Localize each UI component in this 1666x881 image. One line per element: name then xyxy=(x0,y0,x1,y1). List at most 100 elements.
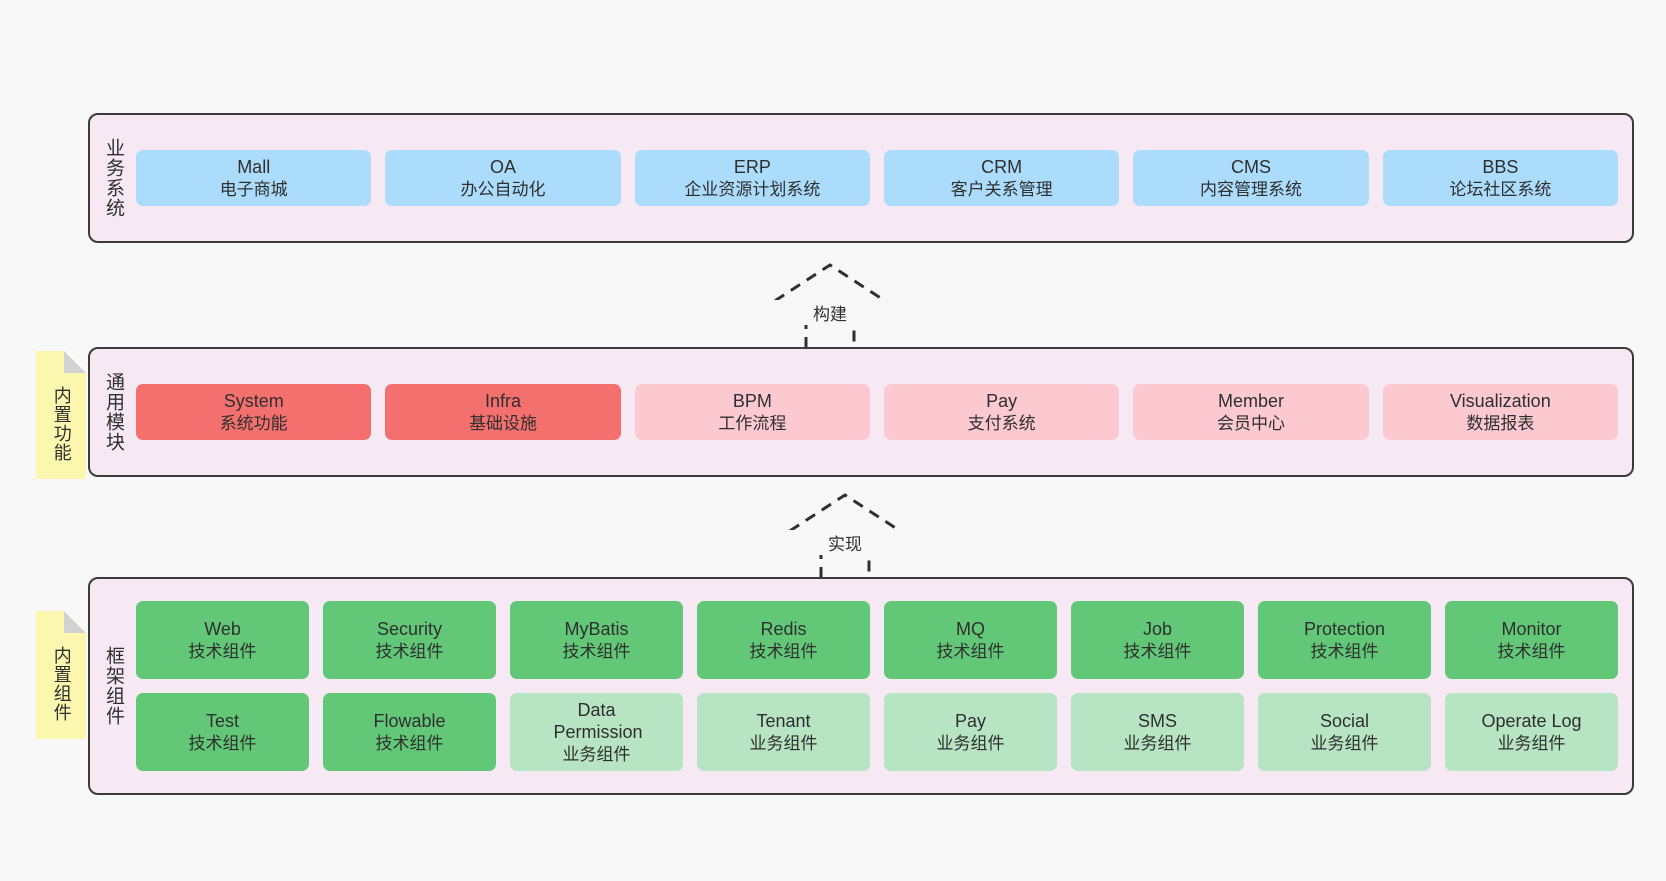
node-subtitle: 技术组件 xyxy=(936,641,1005,661)
node-title: Pay xyxy=(955,711,987,732)
node-title: Tenant xyxy=(756,711,811,732)
layer-caption-business-system: 业务系统 xyxy=(103,138,125,218)
layer-body-business-system: Mall 电子商城 OA 办公自动化 ERP 企业资源计划系统 CRM 客户关系… xyxy=(134,115,1632,241)
node-security[interactable]: Security 技术组件 xyxy=(323,601,497,679)
node-social[interactable]: Social 业务组件 xyxy=(1258,693,1432,771)
node-erp[interactable]: ERP 企业资源计划系统 xyxy=(634,150,871,206)
note-label: 内置功能 xyxy=(51,386,72,462)
note-fold-corner-icon xyxy=(64,611,86,633)
node-title: Web xyxy=(204,619,241,640)
note-builtin-component: 内置组件 xyxy=(36,611,86,739)
node-title: Operate Log xyxy=(1481,711,1582,732)
node-title: Visualization xyxy=(1449,391,1551,412)
node-pay-component[interactable]: Pay 业务组件 xyxy=(884,693,1058,771)
layer-business-system: 业务系统 Mall 电子商城 OA 办公自动化 ERP 企业资源计划系统 CRM… xyxy=(88,113,1634,243)
layer-caption-common-module: 通用模块 xyxy=(103,372,125,452)
node-redis[interactable]: Redis 技术组件 xyxy=(697,601,871,679)
note-builtin-function: 内置功能 xyxy=(36,351,86,479)
node-title: ERP xyxy=(733,157,771,178)
layer-body-common-module: System 系统功能 Infra 基础设施 BPM 工作流程 Pay 支付系统… xyxy=(134,349,1632,475)
layer-caption-framework-component: 框架组件 xyxy=(103,646,125,726)
layer-framework-component: 框架组件 Web 技术组件 Security 技术组件 MyBatis 技术组件… xyxy=(88,577,1634,795)
node-title: Security xyxy=(377,619,443,640)
node-subtitle: 技术组件 xyxy=(1497,641,1566,661)
node-title: Job xyxy=(1143,619,1173,640)
node-subtitle: 技术组件 xyxy=(375,733,444,753)
node-row: Web 技术组件 Security 技术组件 MyBatis 技术组件 Redi… xyxy=(136,601,1619,679)
node-subtitle: 基础设施 xyxy=(469,413,538,433)
node-title: BPM xyxy=(732,391,772,412)
node-bbs[interactable]: BBS 论坛社区系统 xyxy=(1382,150,1618,206)
node-subtitle: 业务组件 xyxy=(1497,733,1566,753)
node-title: Member xyxy=(1218,391,1285,412)
node-subtitle: 工作流程 xyxy=(718,413,787,433)
node-crm[interactable]: CRM 客户关系管理 xyxy=(884,150,1120,206)
node-subtitle: 内容管理系统 xyxy=(1200,179,1302,199)
node-infra[interactable]: Infra 基础设施 xyxy=(385,384,621,440)
node-subtitle: 会员中心 xyxy=(1217,413,1285,433)
node-title: CRM xyxy=(981,157,1023,178)
layer-common-module: 通用模块 System 系统功能 Infra 基础设施 BPM 工作流程 Pay… xyxy=(88,347,1634,477)
node-title: OA xyxy=(490,157,517,178)
node-title: Data Permission xyxy=(553,699,643,743)
node-web[interactable]: Web 技术组件 xyxy=(136,601,310,679)
node-data-permission[interactable]: Data Permission 业务组件 xyxy=(510,693,684,771)
node-title: Pay xyxy=(986,391,1018,412)
node-title: Infra xyxy=(485,391,522,412)
node-subtitle: 技术组件 xyxy=(1123,641,1192,661)
node-subtitle: 支付系统 xyxy=(967,413,1036,433)
node-visualization[interactable]: Visualization 数据报表 xyxy=(1382,384,1618,440)
node-system[interactable]: System 系统功能 xyxy=(136,384,372,440)
node-subtitle: 论坛社区系统 xyxy=(1449,179,1552,199)
node-row: Test 技术组件 Flowable 技术组件 Data Permission … xyxy=(136,693,1619,771)
node-pay-module[interactable]: Pay 支付系统 xyxy=(884,384,1120,440)
node-subtitle: 技术组件 xyxy=(749,641,818,661)
node-row: System 系统功能 Infra 基础设施 BPM 工作流程 Pay 支付系统… xyxy=(136,384,1618,440)
node-title: Mall xyxy=(237,157,271,178)
node-member[interactable]: Member 会员中心 xyxy=(1133,384,1369,440)
connector-label-implement: 实现 xyxy=(775,530,915,555)
node-sms[interactable]: SMS 业务组件 xyxy=(1071,693,1245,771)
node-oa[interactable]: OA 办公自动化 xyxy=(385,150,621,206)
node-title: Redis xyxy=(760,619,807,640)
node-subtitle: 数据报表 xyxy=(1466,413,1535,433)
node-subtitle: 技术组件 xyxy=(375,641,444,661)
node-subtitle: 业务组件 xyxy=(936,733,1005,753)
node-title: CMS xyxy=(1231,157,1271,178)
node-bpm[interactable]: BPM 工作流程 xyxy=(634,384,871,440)
node-title: Monitor xyxy=(1501,619,1562,640)
connector-build: 构建 xyxy=(760,262,900,348)
node-subtitle: 电子商城 xyxy=(219,179,288,199)
layer-body-framework-component: Web 技术组件 Security 技术组件 MyBatis 技术组件 Redi… xyxy=(134,579,1632,793)
node-subtitle: 业务组件 xyxy=(562,744,631,764)
node-subtitle: 技术组件 xyxy=(562,641,631,661)
node-title: Protection xyxy=(1304,619,1386,640)
node-subtitle: 客户关系管理 xyxy=(950,179,1053,199)
node-job[interactable]: Job 技术组件 xyxy=(1071,601,1245,679)
node-title: SMS xyxy=(1138,711,1178,732)
node-cms[interactable]: CMS 内容管理系统 xyxy=(1133,150,1369,206)
node-subtitle: 技术组件 xyxy=(188,641,257,661)
node-subtitle: 企业资源计划系统 xyxy=(684,179,821,199)
node-title: BBS xyxy=(1482,157,1519,178)
node-mq[interactable]: MQ 技术组件 xyxy=(884,601,1058,679)
node-title: Test xyxy=(206,711,240,732)
node-tenant[interactable]: Tenant 业务组件 xyxy=(697,693,871,771)
node-subtitle: 办公自动化 xyxy=(460,179,546,199)
node-monitor[interactable]: Monitor 技术组件 xyxy=(1445,601,1619,679)
connector-implement: 实现 xyxy=(775,492,915,578)
note-label: 内置组件 xyxy=(51,646,72,722)
node-mybatis[interactable]: MyBatis 技术组件 xyxy=(510,601,684,679)
note-fold-corner-icon xyxy=(64,351,86,373)
node-operate-log[interactable]: Operate Log 业务组件 xyxy=(1445,693,1619,771)
node-subtitle: 技术组件 xyxy=(1310,641,1379,661)
node-title: MQ xyxy=(956,619,986,640)
node-title: Flowable xyxy=(373,711,446,732)
node-title: System xyxy=(223,391,284,412)
node-test[interactable]: Test 技术组件 xyxy=(136,693,310,771)
node-flowable[interactable]: Flowable 技术组件 xyxy=(323,693,497,771)
node-subtitle: 业务组件 xyxy=(749,733,818,753)
node-protection[interactable]: Protection 技术组件 xyxy=(1258,601,1432,679)
node-mall[interactable]: Mall 电子商城 xyxy=(136,150,372,206)
